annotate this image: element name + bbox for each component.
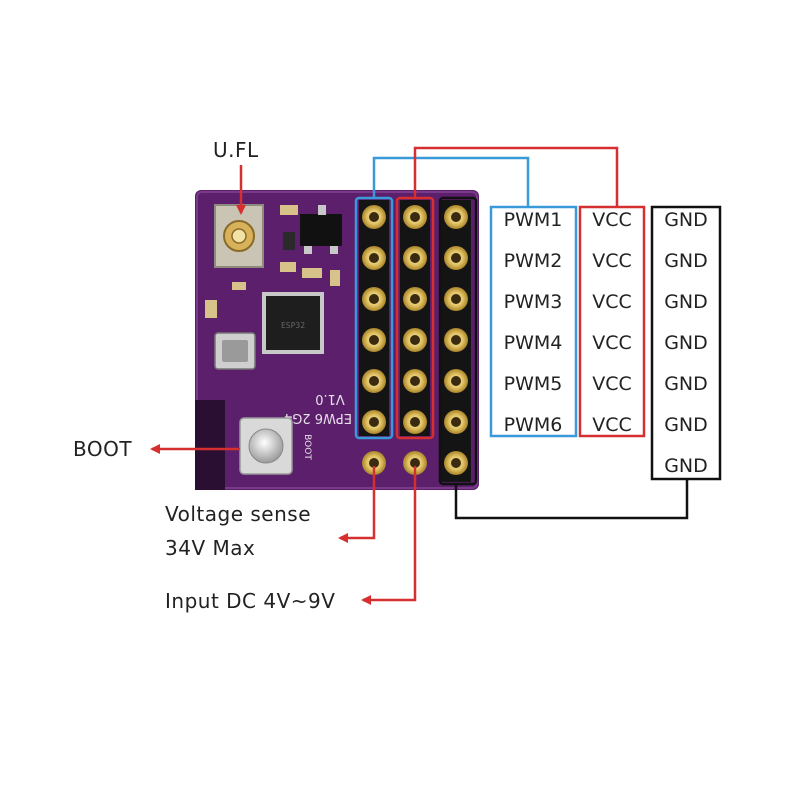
- voltage-regulator: [300, 214, 342, 246]
- pin-hole: [410, 294, 420, 304]
- silk-version: V1.0: [315, 391, 345, 406]
- silk-boot: BOOT: [302, 434, 312, 460]
- pwm-pin-label: PWM6: [504, 414, 563, 436]
- gnd-connector-line: [454, 479, 689, 520]
- pwm-pin-label: PWM2: [504, 250, 563, 272]
- pin-hole: [369, 376, 379, 386]
- pwm-pin-label: PWM4: [504, 332, 563, 354]
- input-dc-label: Input DC 4V~9V: [165, 589, 336, 613]
- pin-hole: [451, 335, 461, 345]
- pin-hole: [369, 294, 379, 304]
- voltage-sense-arrow: [338, 466, 376, 543]
- gnd-pin-label: GND: [664, 250, 708, 272]
- pin-hole: [410, 253, 420, 263]
- pin-hole: [410, 417, 420, 427]
- vcc-connector-line: [413, 146, 619, 207]
- vcc-pin-label: VCC: [592, 291, 632, 313]
- gnd-pin-label: GND: [664, 373, 708, 395]
- gnd-pin-label: GND: [664, 209, 708, 231]
- pin-hole: [410, 458, 420, 468]
- voltage-sense-label: Voltage sense: [165, 502, 312, 526]
- vcc-pin-label: VCC: [592, 373, 632, 395]
- chip-marking: ESP32: [281, 321, 305, 330]
- pwm-pin-label: PWM5: [504, 373, 563, 395]
- gnd-pin-label: GND: [664, 414, 708, 436]
- pin-hole: [410, 376, 420, 386]
- pin-hole: [451, 376, 461, 386]
- voltage-max-label: 34V Max: [165, 536, 256, 560]
- ufl-connector: [214, 204, 264, 268]
- boot-button: [239, 417, 293, 475]
- smd-components: [205, 205, 342, 318]
- header-pins: [359, 200, 471, 482]
- pin-hole: [451, 458, 461, 468]
- pin-hole: [369, 335, 379, 345]
- boot-label: BOOT: [73, 437, 133, 461]
- pcb-board: ESP32 V1.0 EPW6 2G4 BOOT: [195, 190, 479, 490]
- pwm-connector-line: [372, 156, 530, 207]
- pwm-pin-label: PWM3: [504, 291, 563, 313]
- pin-hole: [369, 458, 379, 468]
- vcc-pin-label: VCC: [592, 209, 632, 231]
- pcb-corner-shadow: [195, 400, 225, 490]
- pin-hole: [369, 212, 379, 222]
- header-strip: [400, 200, 430, 436]
- gnd-pin-frame: [438, 196, 478, 486]
- pin-hole: [369, 253, 379, 263]
- vcc-label-box: [578, 205, 646, 438]
- pin-hole: [410, 212, 420, 222]
- pwm-label-box: [489, 205, 578, 438]
- crystal: [214, 332, 256, 370]
- gnd-pin-label: GND: [664, 291, 708, 313]
- pin-hole: [451, 253, 461, 263]
- input-dc-arrow: [361, 466, 417, 605]
- ufl-label: U.FL: [213, 138, 259, 162]
- main-chip: ESP32: [262, 292, 324, 354]
- header-strip: [359, 200, 389, 436]
- gnd-pin-label: GND: [664, 332, 708, 354]
- vcc-pin-label: VCC: [592, 414, 632, 436]
- vcc-labels: VCC VCC VCC VCC VCC VCC: [592, 209, 632, 436]
- vcc-pin-label: VCC: [592, 332, 632, 354]
- vcc-pin-label: VCC: [592, 250, 632, 272]
- gnd-labels: GND GND GND GND GND GND GND: [664, 209, 708, 477]
- pin-hole: [410, 335, 420, 345]
- pin-hole: [369, 417, 379, 427]
- silk-board-name: EPW6 2G4: [284, 410, 352, 425]
- pin-hole: [451, 212, 461, 222]
- pin-hole: [451, 417, 461, 427]
- pwm-pin-label: PWM1: [504, 209, 563, 231]
- gnd-pin-label: GND: [664, 455, 708, 477]
- pin-hole: [451, 294, 461, 304]
- gnd-label-box: [650, 205, 722, 481]
